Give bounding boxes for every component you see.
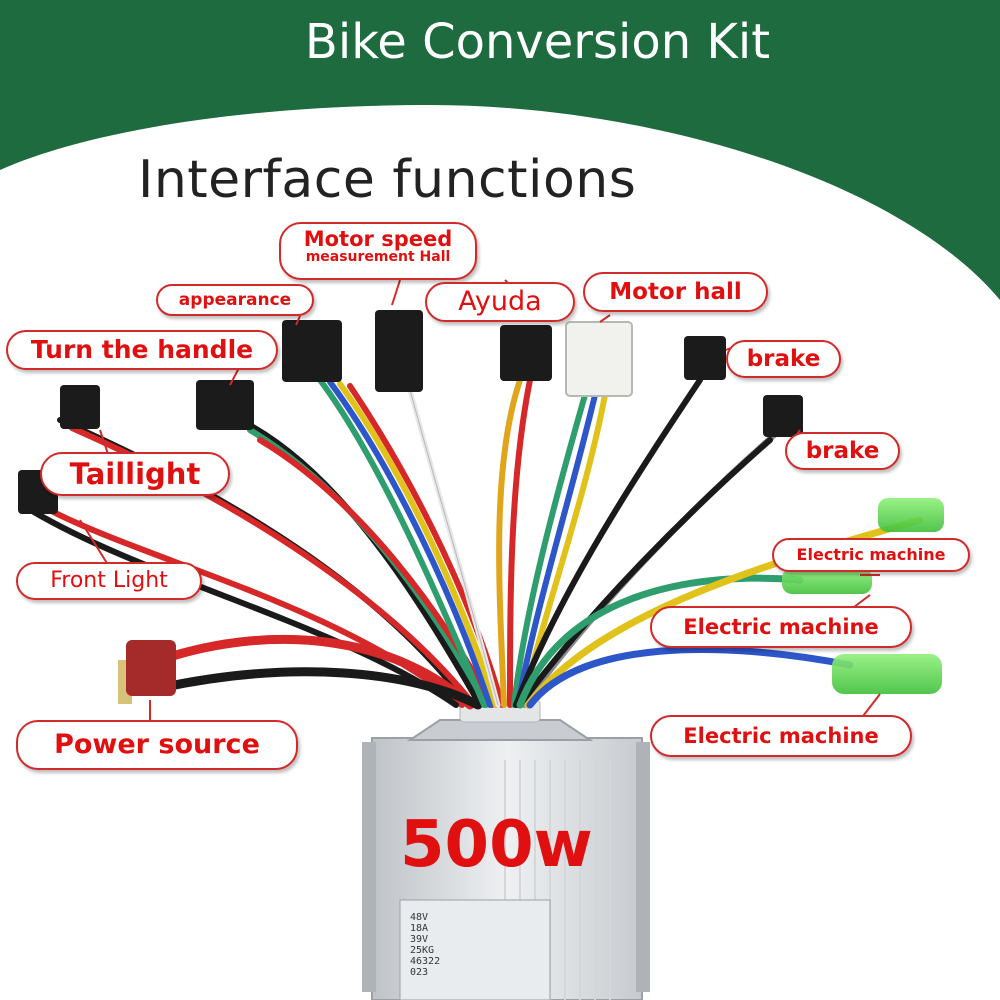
bullet-connector-1 <box>878 498 944 532</box>
page-heading: Interface functions <box>138 150 637 210</box>
callout-motor-speed-line2: measurement Hall <box>305 249 451 266</box>
brake-connector-2 <box>763 395 803 437</box>
appearance-connector <box>282 320 342 382</box>
bullet-connector-3 <box>832 654 942 694</box>
power-connector <box>118 640 176 704</box>
green-banner <box>0 0 1000 300</box>
wire-bundle <box>31 377 924 710</box>
power-rating: 500w <box>400 808 593 882</box>
taillight-connector <box>60 385 100 429</box>
label-line: 48V <box>410 912 429 923</box>
brake-connector-1 <box>684 336 726 380</box>
callout-motor-speed-line1: Motor speed <box>303 227 453 251</box>
callout-brake-1: brake <box>726 340 841 378</box>
motor-hall-connector <box>565 321 633 397</box>
callout-brake-2: brake <box>785 432 900 470</box>
callout-power-source: Power source <box>16 720 298 770</box>
turn-handle-connector <box>196 380 254 430</box>
ayuda-connector <box>500 325 552 381</box>
callout-electric-machine-1: Electric machine <box>772 538 970 572</box>
controller-label-sticker <box>399 899 551 1000</box>
callout-turn-handle: Turn the handle <box>6 330 278 370</box>
label-line: 18A <box>410 923 429 934</box>
label-line: 25KG <box>410 945 435 956</box>
callout-front-light: Front Light <box>16 562 202 600</box>
callout-appearance: appearance <box>156 284 314 316</box>
controller-box <box>362 699 650 1000</box>
callout-electric-machine-3: Electric machine <box>650 715 912 757</box>
controller-label-text: 48V 18A 39V 25KG 46322 023 <box>410 912 540 978</box>
connectors <box>18 310 944 704</box>
bullet-connector-2 <box>782 568 872 594</box>
callout-motor-hall: Motor hall <box>583 272 768 312</box>
callout-taillight: Taillight <box>40 452 230 496</box>
label-line: 023 <box>410 967 429 978</box>
callout-ayuda: Ayuda <box>425 282 575 322</box>
callout-electric-machine-2: Electric machine <box>650 606 912 648</box>
callout-motor-speed: Motor speed measurement Hall <box>279 222 477 280</box>
motor-speed-connector <box>375 310 423 392</box>
banner-title: Bike Conversion Kit <box>304 14 771 70</box>
label-line: 39V <box>410 934 429 945</box>
label-line: 46322 <box>410 956 441 967</box>
